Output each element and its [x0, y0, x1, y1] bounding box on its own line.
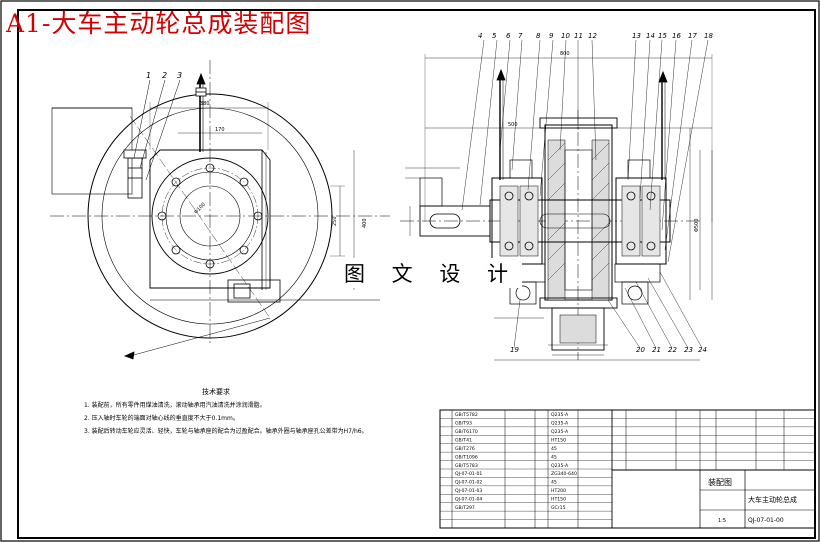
- drawing-name: 大车主动轮总成: [748, 495, 797, 504]
- leader-label-6: 6: [506, 32, 511, 40]
- dim-text-d1: 380: [200, 101, 210, 107]
- parts-list-code: GB/T297: [455, 505, 475, 511]
- leader-label-23: 23: [684, 346, 693, 354]
- parts-list-material: HT200: [551, 488, 566, 494]
- leader-label-14: 14: [646, 32, 655, 40]
- drawing-number: QJ-07-01-00: [748, 517, 784, 524]
- leader-label-21: 21: [652, 346, 661, 354]
- leader-label-18: 18: [704, 32, 713, 40]
- leader-label-2: 2: [162, 71, 167, 80]
- leader-label-10: 10: [561, 32, 570, 40]
- leader-label-9: 9: [549, 32, 554, 40]
- drawing-scale: 1:5: [718, 518, 726, 524]
- parts-list-material: Q235-A: [551, 421, 569, 427]
- parts-list-material: 45: [551, 454, 557, 460]
- dim-text-d8: Φ500: [694, 219, 700, 232]
- leader-label-5: 5: [492, 32, 497, 40]
- dim-text-d7: Φ100: [193, 202, 207, 216]
- parts-list-material: HT150: [551, 497, 566, 503]
- leader-label-15: 15: [658, 32, 667, 40]
- parts-list-material: 45: [551, 446, 557, 452]
- leader-label-7: 7: [518, 32, 523, 40]
- inner-border: [17, 9, 816, 539]
- dim-text-d4: 250: [332, 216, 338, 226]
- note-item-2: 2. 压入轴时车轮的端面对轴心线的垂直度不大于0.1mm。: [84, 415, 239, 422]
- parts-list-code: GB/T1096: [455, 454, 478, 460]
- leader-label-8: 8: [536, 32, 541, 40]
- dim-text-d6: 500: [508, 122, 518, 128]
- leader-label-17: 17: [688, 32, 697, 40]
- leader-label-3: 3: [177, 71, 182, 80]
- parts-list-material: GCr15: [551, 505, 566, 511]
- parts-list-material: 45: [551, 480, 557, 486]
- parts-list-material: HT150: [551, 438, 566, 444]
- parts-list-code: GB/T93: [455, 421, 472, 427]
- leader-label-22: 22: [668, 346, 677, 354]
- parts-list-material: Q235-A: [551, 429, 569, 435]
- note-item-1: 1. 装配前，所有零件用煤油清洗，滚动轴承用汽油清洗并涂润滑脂。: [84, 402, 266, 409]
- dim-text-d3: 400: [362, 218, 368, 228]
- section-leader-labels: 4 5 6 7 8 9 10 11 12 13 14 15 16 17 18 1…: [478, 32, 713, 354]
- leader-label-20: 20: [636, 346, 645, 354]
- leader-label-24: 24: [698, 346, 707, 354]
- parts-list-material: Q235-A: [551, 412, 569, 418]
- parts-list-code: QJ-07-01-04: [455, 497, 482, 503]
- notes-heading: 技术要求: [202, 388, 230, 396]
- leader-label-4: 4: [478, 32, 482, 40]
- parts-list-code: GB/T41: [455, 438, 472, 444]
- technical-requirements: 技术要求 1. 装配前，所有零件用煤油清洗，滚动轴承用汽油清洗并涂润滑脂。 2.…: [84, 386, 368, 438]
- leader-label-13: 13: [632, 32, 641, 40]
- parts-list-material: ZG340-640: [551, 471, 577, 477]
- parts-list-code: GB/T6170: [455, 429, 478, 435]
- leader-label-12: 12: [588, 32, 597, 40]
- drawing-type: 装配图: [708, 477, 732, 487]
- parts-list-material: Q235-A: [551, 463, 569, 469]
- leader-label-19: 19: [510, 346, 519, 354]
- parts-list-code: GB/T5783: [455, 463, 478, 469]
- leader-label-16: 16: [672, 32, 681, 40]
- note-item-3: 3. 装配后转动车轮应灵活、轻快，车轮与轴承座的配合为过盈配合。轴承外圈与轴承座…: [84, 428, 368, 435]
- parts-list-code: QJ-07-01-02: [455, 480, 482, 486]
- parts-list-code: GB/T276: [455, 446, 475, 452]
- drawing-title: A1-大车主动轮总成装配图: [6, 9, 312, 38]
- dim-text-d5: 800: [560, 51, 570, 57]
- parts-list-code: QJ-07-01-01: [455, 471, 482, 477]
- dim-text-d2: 170: [215, 127, 225, 133]
- leader-label-11: 11: [574, 32, 583, 40]
- parts-list: [439, 409, 816, 529]
- parts-list-code: GB/T5782: [455, 412, 478, 418]
- parts-list-code: QJ-07-01-03: [455, 488, 482, 494]
- leader-label-1: 1: [146, 71, 151, 80]
- section-view: [400, 39, 713, 361]
- side-view: [50, 60, 390, 360]
- watermark-text: 图 文 设 计: [340, 258, 523, 288]
